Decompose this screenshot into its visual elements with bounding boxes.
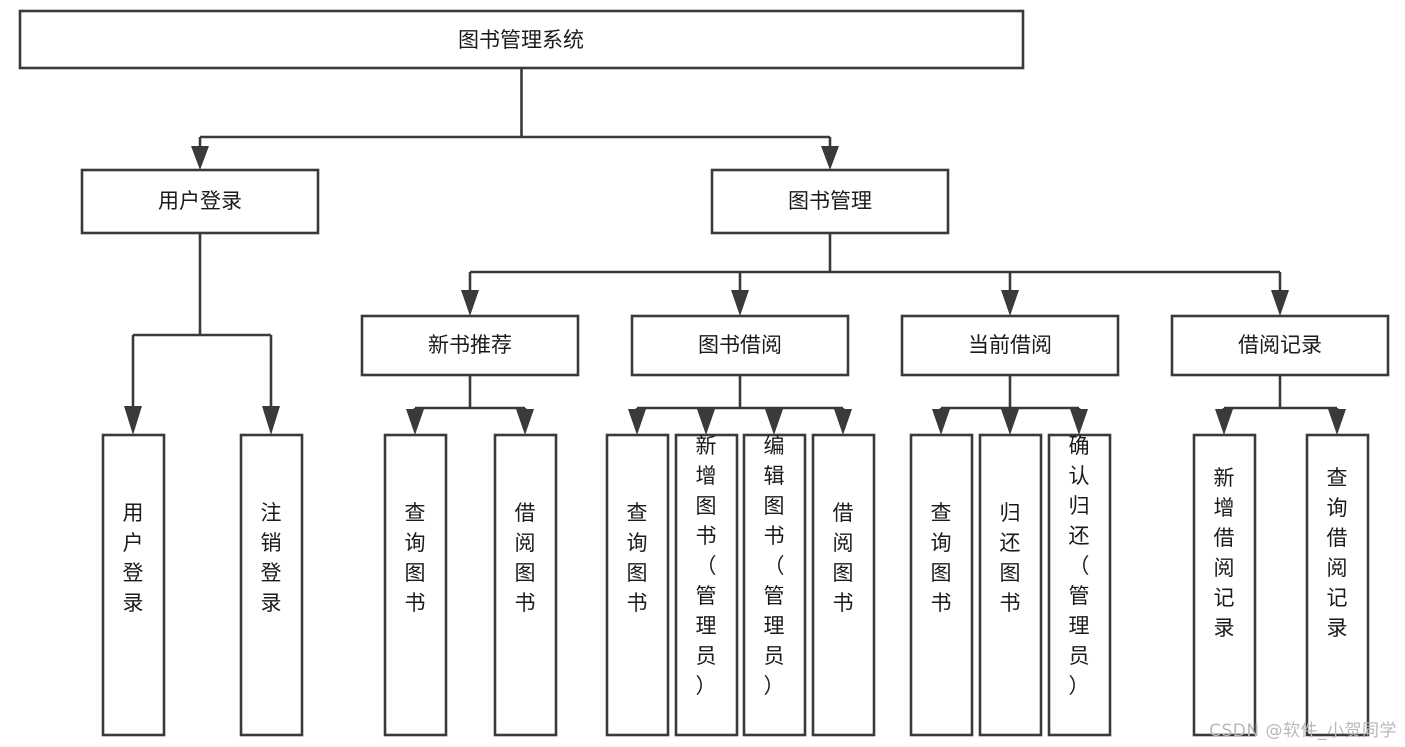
arrow-head-leaf-user-login <box>124 406 142 435</box>
node-book-management[interactable]: 图书管理 <box>710 168 950 235</box>
arrow-head-leaf-query-book-1 <box>406 409 424 435</box>
leaf-node-query-record[interactable]: 查询借阅记录 <box>1305 433 1370 737</box>
node-root-label: 图书管理系统 <box>458 28 584 52</box>
leaf-node-add-book-box[interactable] <box>674 433 739 737</box>
leaf-node-borrow-book-2-label: 借阅图书 <box>833 501 854 615</box>
leaf-node-borrow-book-2-box[interactable] <box>811 433 876 737</box>
leaf-node-confirm-return[interactable]: 确认归还（管理员） <box>1047 433 1112 737</box>
leaf-node-logout[interactable]: 注销登录 <box>239 433 304 737</box>
leaf-node-query-book-2[interactable]: 查询图书 <box>605 433 670 737</box>
leaf-node-query-book-1[interactable]: 查询图书 <box>383 433 448 737</box>
arrow-head-leaf-borrow-book-1 <box>516 409 534 435</box>
leaf-node-borrow-book-1-label: 借阅图书 <box>515 501 536 615</box>
leaf-node-logout-label: 注销登录 <box>261 501 282 615</box>
arrow-head-leaf-query-book-2 <box>628 409 646 435</box>
leaf-node-user-login-box[interactable] <box>101 433 166 737</box>
leaf-node-query-book-1-label: 查询图书 <box>405 501 426 615</box>
arrow-head-leaf-edit-book <box>765 409 783 435</box>
arrow-head-leaf-logout <box>262 406 280 435</box>
arrow-head-borrow-records <box>1271 290 1289 316</box>
connector-group-borrow-records <box>1215 375 1346 435</box>
node-borrow-records-box[interactable] <box>1170 314 1390 377</box>
node-book-management-box[interactable] <box>710 168 950 235</box>
node-current-borrow[interactable]: 当前借阅 <box>900 314 1120 377</box>
leaf-node-query-book-2-box[interactable] <box>605 433 670 737</box>
leaf-node-add-record-box[interactable] <box>1192 433 1257 737</box>
node-borrow-records[interactable]: 借阅记录 <box>1170 314 1390 377</box>
node-new-book-recommend[interactable]: 新书推荐 <box>360 314 580 377</box>
node-new-book-recommend-box[interactable] <box>360 314 580 377</box>
node-book-borrow-label: 图书借阅 <box>698 333 782 357</box>
leaf-node-query-book-3-label: 查询图书 <box>931 501 952 615</box>
node-book-management-label: 图书管理 <box>788 189 872 213</box>
leaf-node-query-record-label: 查询借阅记录 <box>1327 466 1348 640</box>
connector-group-root <box>191 68 839 170</box>
arrow-head-book-mgmt <box>821 146 839 170</box>
leaf-node-return-book-label: 归还图书 <box>1000 501 1021 615</box>
node-user-login-label: 用户登录 <box>158 189 242 213</box>
arrow-head-leaf-query-book-3 <box>932 409 950 435</box>
node-user-login[interactable]: 用户登录 <box>80 168 320 235</box>
leaf-node-query-record-box[interactable] <box>1305 433 1370 737</box>
node-user-login-box[interactable] <box>80 168 320 235</box>
leaf-node-add-book[interactable]: 新增图书（管理员） <box>674 433 739 737</box>
leaf-node-query-book-3-box[interactable] <box>909 433 974 737</box>
arrow-head-book-borrow <box>731 290 749 316</box>
leaf-node-add-record-label: 新增借阅记录 <box>1214 466 1235 640</box>
leaf-node-borrow-book-1[interactable]: 借阅图书 <box>493 433 558 737</box>
leaf-node-borrow-book-2[interactable]: 借阅图书 <box>811 433 876 737</box>
node-current-borrow-box[interactable] <box>900 314 1120 377</box>
leaf-node-user-login[interactable]: 用户登录 <box>101 433 166 737</box>
leaf-node-logout-box[interactable] <box>239 433 304 737</box>
leaf-node-add-record[interactable]: 新增借阅记录 <box>1192 433 1257 737</box>
node-current-borrow-label: 当前借阅 <box>968 333 1052 357</box>
leaf-node-query-book-3[interactable]: 查询图书 <box>909 433 974 737</box>
leaf-node-user-login-label: 用户登录 <box>123 501 144 615</box>
arrow-head-leaf-query-record <box>1328 409 1346 435</box>
connector-group-current-borrow <box>932 375 1088 435</box>
leaf-node-confirm-return-label: 确认归还（管理员） <box>1069 434 1090 698</box>
arrow-head-leaf-borrow-book-2 <box>834 409 852 435</box>
connector-group-user-login <box>124 233 280 435</box>
leaf-node-edit-book-label: 编辑图书（管理员） <box>764 434 785 698</box>
leaf-node-edit-book[interactable]: 编辑图书（管理员） <box>742 433 807 737</box>
arrow-head-leaf-confirm-return <box>1070 409 1088 435</box>
connector-group-book-borrow <box>628 375 852 435</box>
arrow-head-leaf-return-book <box>1001 409 1019 435</box>
arrow-head-new-book-recommend <box>461 290 479 316</box>
leaf-node-confirm-return-box[interactable] <box>1047 433 1112 737</box>
node-book-borrow[interactable]: 图书借阅 <box>630 314 850 377</box>
node-root-box[interactable] <box>18 9 1025 70</box>
arrow-head-leaf-add-record <box>1215 409 1233 435</box>
leaf-node-return-book-box[interactable] <box>978 433 1043 737</box>
node-root[interactable]: 图书管理系统 <box>18 9 1025 70</box>
node-new-book-recommend-label: 新书推荐 <box>428 333 512 357</box>
connector-group-book-mgmt <box>461 233 1289 316</box>
leaf-node-return-book[interactable]: 归还图书 <box>978 433 1043 737</box>
arrow-head-current-borrow <box>1001 290 1019 316</box>
leaf-node-query-book-1-box[interactable] <box>383 433 448 737</box>
leaf-node-query-book-2-label: 查询图书 <box>627 501 648 615</box>
leaf-node-add-book-label: 新增图书（管理员） <box>696 434 717 698</box>
leaf-node-borrow-book-1-box[interactable] <box>493 433 558 737</box>
arrow-head-leaf-add-book <box>697 409 715 435</box>
node-borrow-records-label: 借阅记录 <box>1238 333 1322 357</box>
arrow-head-user-login <box>191 146 209 170</box>
connector-group-new-book-recommend <box>406 375 534 435</box>
node-book-borrow-box[interactable] <box>630 314 850 377</box>
leaf-node-edit-book-box[interactable] <box>742 433 807 737</box>
